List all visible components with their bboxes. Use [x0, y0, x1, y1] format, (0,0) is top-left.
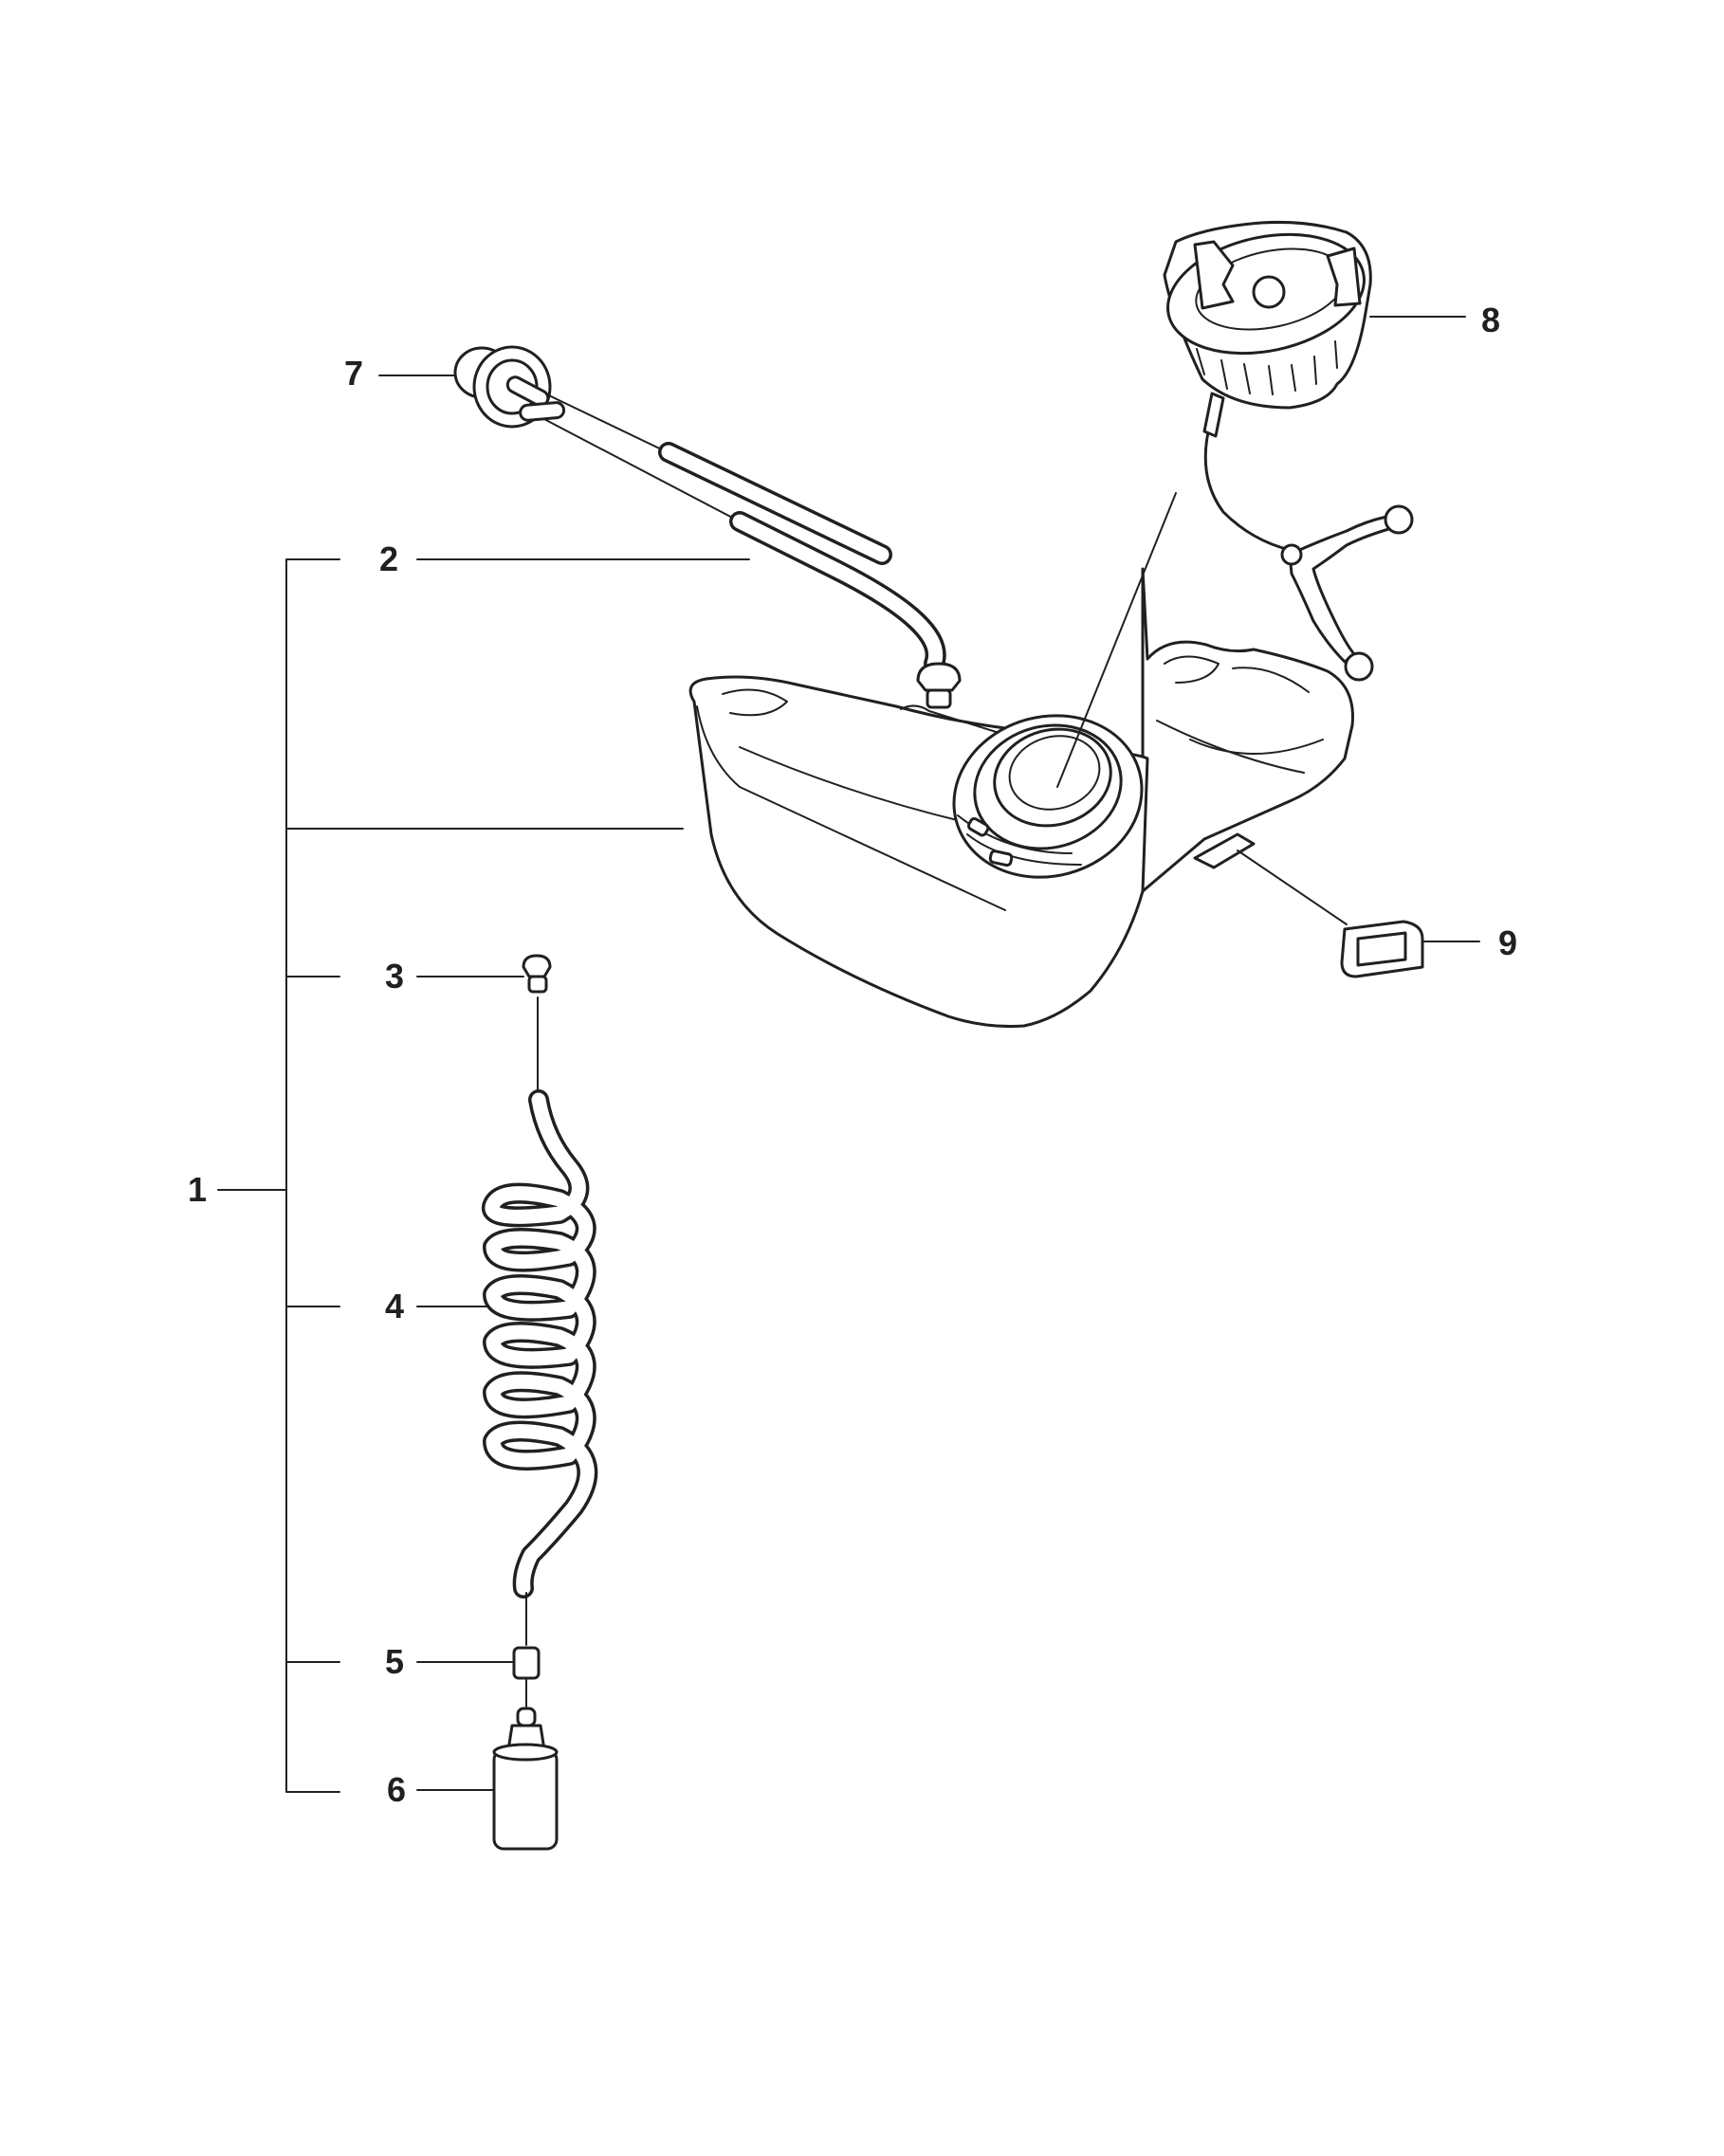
callout-1: 1: [187, 1170, 208, 1209]
callout-5: 5: [384, 1642, 405, 1681]
callout-2: 2: [378, 539, 399, 578]
leader-lines: [378, 316, 1480, 1791]
callout-7: 7: [343, 354, 364, 393]
tank-filler-neck: [952, 714, 1144, 879]
coiled-fuel-hose-part-4: [482, 1089, 598, 1646]
callout-3: 3: [384, 957, 405, 996]
fuel-filter-part-6: [492, 1707, 559, 1851]
callout-6: 6: [386, 1770, 407, 1809]
fuel-cap-part-8: [1056, 220, 1414, 788]
fuel-connection-part-7: [453, 345, 946, 674]
sleeve-part-5: [512, 1646, 541, 1708]
callout-8: 8: [1480, 301, 1501, 339]
callout-4: 4: [384, 1287, 405, 1325]
plug-part-9: [1237, 850, 1424, 978]
grommet-part-3: [522, 954, 552, 1091]
callout-9: 9: [1497, 923, 1518, 962]
tank-grommet: [916, 662, 962, 709]
group-bracket-1: [217, 558, 684, 1793]
